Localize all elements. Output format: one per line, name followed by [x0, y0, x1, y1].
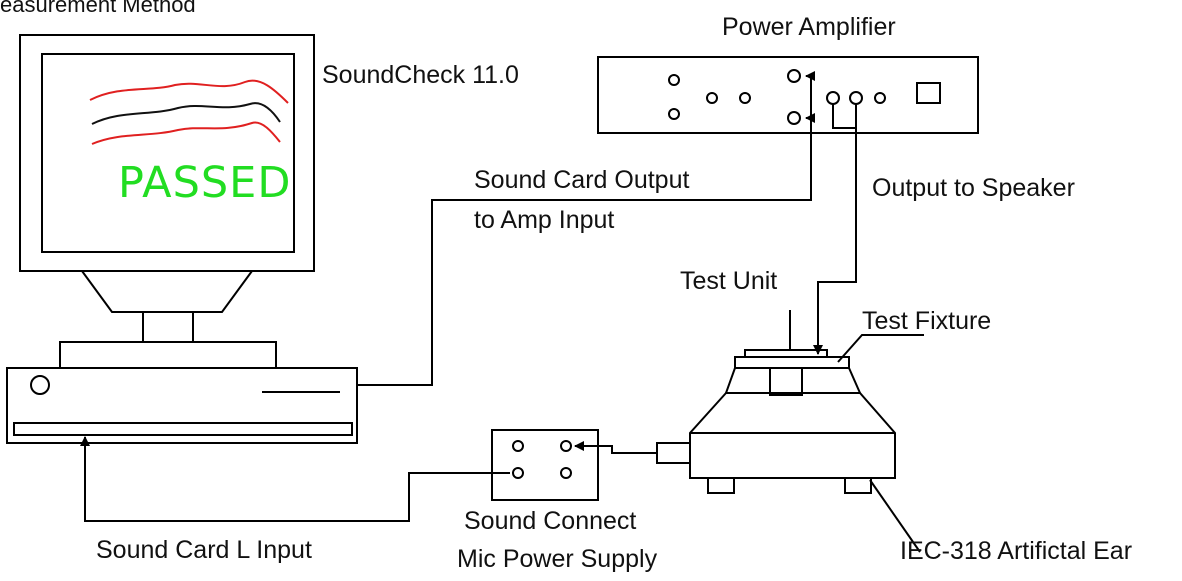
computer-case-body	[6, 367, 358, 444]
caption-fragment: easurement Method	[0, 0, 196, 17]
amp-input-label: to Amp Input	[474, 206, 615, 234]
ear-mic-connector	[656, 442, 691, 464]
test-unit-body	[744, 349, 828, 358]
leader-test-fixture	[837, 334, 924, 363]
monitor-base	[59, 341, 277, 369]
test-unit-label: Test Unit	[680, 267, 778, 295]
mic-supply-label-line2: Mic Power Supply	[457, 545, 658, 573]
sound-card-output-label: Sound Card Output	[474, 166, 690, 194]
mic-supply-box	[491, 429, 599, 501]
test-fixture-label: Test Fixture	[862, 307, 992, 335]
mic-supply-label-line1: Sound Connect	[464, 507, 637, 535]
amp-power-switch	[916, 82, 941, 104]
amp-output-jack-icon	[826, 91, 840, 105]
mic-power-supply	[491, 429, 599, 501]
amp-knob-icon	[668, 74, 680, 86]
ear-foot	[707, 477, 735, 494]
computer-front-strip	[13, 422, 353, 436]
response-curve-lower	[91, 121, 281, 145]
artificial-ear-label: IEC-318 Artifictal Ear	[900, 537, 1133, 565]
ear-foot	[844, 477, 872, 494]
cable-amp-output-loop	[832, 104, 857, 129]
amp-input-jack-icon	[787, 111, 801, 125]
amp-input-jack-icon	[787, 69, 801, 83]
cable-output-to-speaker	[813, 128, 857, 355]
amp-knob-icon	[706, 92, 718, 104]
cable-sound-card-output	[357, 71, 815, 386]
power-amplifier	[597, 56, 979, 134]
monitor-bezel	[19, 34, 315, 272]
monitor-neck	[81, 270, 253, 313]
software-label: SoundCheck 11.0	[322, 61, 519, 89]
response-curve-middle	[91, 102, 281, 125]
computer-case	[6, 367, 358, 444]
leader-artificial-ear	[869, 479, 921, 553]
cable-mic-supply-to-sound-card	[80, 436, 510, 522]
screen-status: PASSED	[118, 158, 292, 208]
mic-supply-jack-icon	[560, 467, 572, 479]
power-button-icon	[30, 375, 50, 395]
cable-ear-to-mic-supply	[574, 441, 657, 454]
sound-card-l-input-label: Sound Card L Input	[96, 536, 312, 564]
fixture-post	[769, 367, 803, 396]
monitor-screen	[41, 53, 295, 253]
mic-supply-jack-icon	[512, 467, 524, 479]
amplifier-chassis	[597, 56, 979, 134]
amp-knob-icon	[668, 108, 680, 120]
artificial-ear-fixture	[656, 349, 896, 494]
amplifier-label: Power Amplifier	[722, 13, 896, 41]
amp-output-jack-icon	[874, 92, 886, 104]
amp-knob-icon	[739, 92, 751, 104]
output-to-speaker-label: Output to Speaker	[872, 174, 1075, 202]
ear-body	[689, 392, 896, 479]
fixture-top-plate	[734, 356, 850, 369]
monitor-stand	[142, 311, 194, 343]
response-curve-upper	[89, 79, 289, 104]
fixture-shoulder	[724, 367, 862, 394]
mic-supply-jack-icon	[512, 440, 524, 452]
mic-supply-jack-icon	[560, 440, 572, 452]
amp-output-jack-icon	[849, 91, 863, 105]
